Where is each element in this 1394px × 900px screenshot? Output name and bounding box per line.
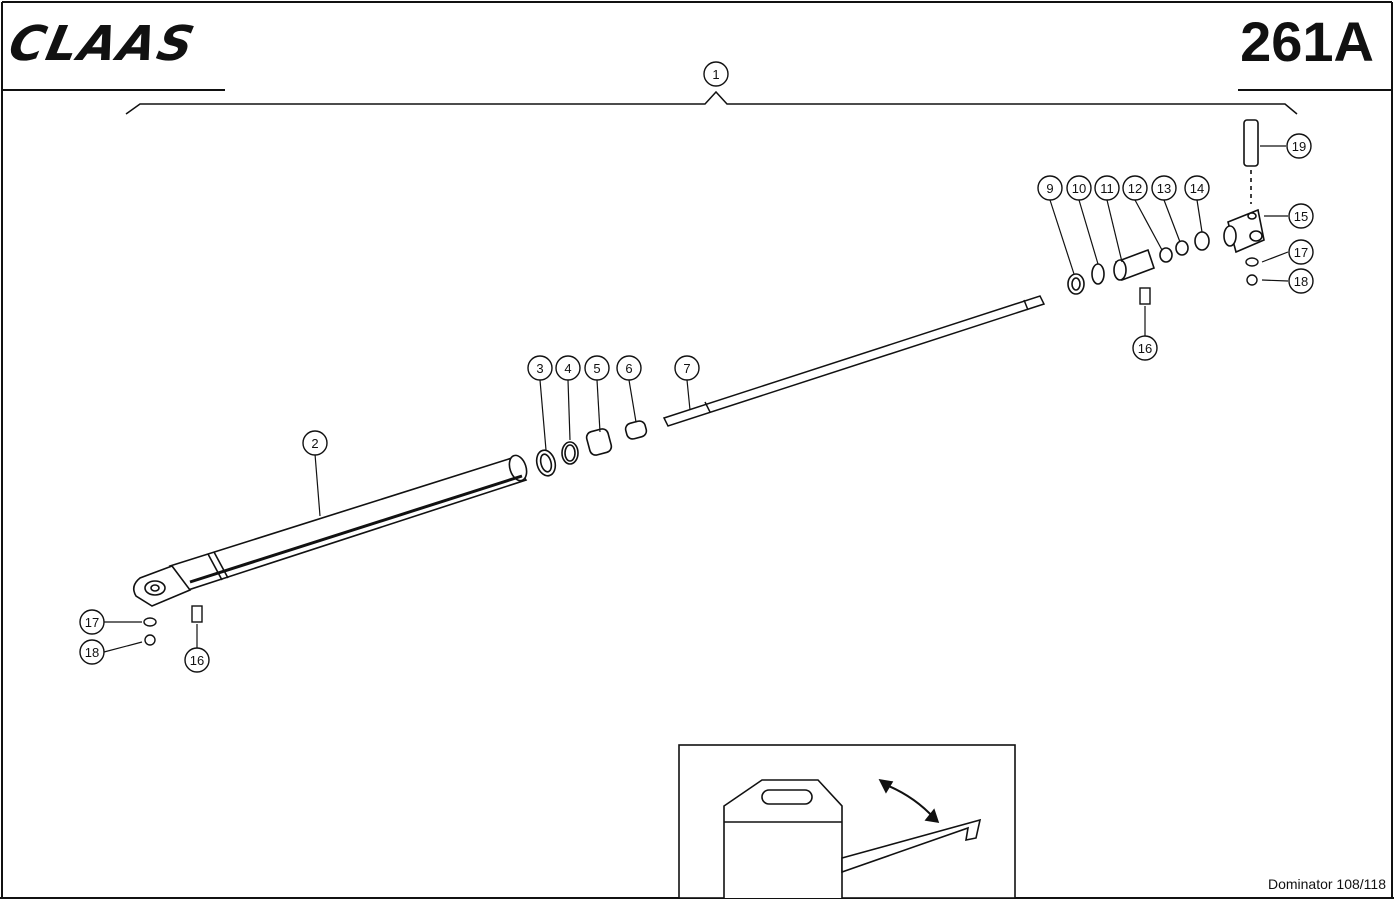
callout-16-head: 16 <box>1132 335 1158 361</box>
part-14-nut <box>1194 231 1210 251</box>
callout-17-barrel: 17 <box>79 609 105 635</box>
callout-1: 1 <box>703 61 729 87</box>
callout-13-label: 13 <box>1157 181 1171 196</box>
callout-14: 14 <box>1184 175 1210 201</box>
callout-10-label: 10 <box>1072 181 1086 196</box>
callout-16-head-label: 16 <box>1138 341 1152 356</box>
callout-12-label: 12 <box>1128 181 1142 196</box>
callout-17-head-label: 17 <box>1294 245 1308 260</box>
callout-4-label: 4 <box>564 361 571 376</box>
callout-6: 6 <box>616 355 642 381</box>
callout-11-label: 11 <box>1100 181 1114 196</box>
callout-4: 4 <box>555 355 581 381</box>
callout-13: 13 <box>1151 175 1177 201</box>
callout-19: 19 <box>1286 133 1312 159</box>
seal-parts <box>535 420 648 477</box>
part-5-piston <box>585 428 613 456</box>
rod-clevis <box>1223 119 1265 254</box>
callout-15: 15 <box>1288 203 1314 229</box>
callout-14-label: 14 <box>1190 181 1204 196</box>
callout-9-label: 9 <box>1046 181 1053 196</box>
head-parts <box>1067 231 1210 295</box>
callout-3: 3 <box>527 355 553 381</box>
callout-9: 9 <box>1037 175 1063 201</box>
part-13-ring <box>1175 240 1189 256</box>
callout-17-barrel-label: 17 <box>85 615 99 630</box>
callouts: 1 2 3 4 5 6 7 9 10 11 12 13 14 15 16 16 … <box>79 61 1314 673</box>
callout-7-label: 7 <box>683 361 690 376</box>
callout-17-head: 17 <box>1288 239 1314 265</box>
callout-6-label: 6 <box>625 361 632 376</box>
part-10-oring <box>1091 263 1105 285</box>
callout-3-label: 3 <box>536 361 543 376</box>
piston-rod <box>662 295 1046 427</box>
callout-18-head-label: 18 <box>1294 274 1308 289</box>
leader-lines <box>103 145 1289 653</box>
callout-5: 5 <box>584 355 610 381</box>
callout-12: 12 <box>1122 175 1148 201</box>
callout-7: 7 <box>674 355 700 381</box>
washers-nuts <box>143 257 1259 646</box>
part-6-bushing <box>624 420 648 440</box>
callout-1-label: 1 <box>712 67 719 82</box>
cylinder-barrel <box>168 454 528 591</box>
callout-16-barrel: 16 <box>184 647 210 673</box>
assembly-bracket <box>125 90 1298 115</box>
callout-10: 10 <box>1066 175 1092 201</box>
callout-18-barrel-label: 18 <box>85 645 99 660</box>
callout-15-label: 15 <box>1294 209 1308 224</box>
callout-11: 11 <box>1094 175 1120 201</box>
callout-18-head: 18 <box>1288 268 1314 294</box>
location-inset <box>678 744 1016 899</box>
callout-18-barrel: 18 <box>79 639 105 665</box>
barrel-clevis <box>132 565 192 607</box>
callout-19-label: 19 <box>1292 139 1306 154</box>
callout-16-barrel-label: 16 <box>190 653 204 668</box>
page-number: 261A <box>1240 10 1374 73</box>
model-label: Dominator 108/118 <box>1267 876 1386 892</box>
callout-2-label: 2 <box>311 436 318 451</box>
part-12-seal <box>1159 247 1173 263</box>
pin-19 <box>1243 119 1259 167</box>
grease-nipples <box>191 287 1151 623</box>
callout-5-label: 5 <box>593 361 600 376</box>
brand-logo: CLAAS <box>4 16 201 72</box>
callout-2: 2 <box>302 430 328 456</box>
